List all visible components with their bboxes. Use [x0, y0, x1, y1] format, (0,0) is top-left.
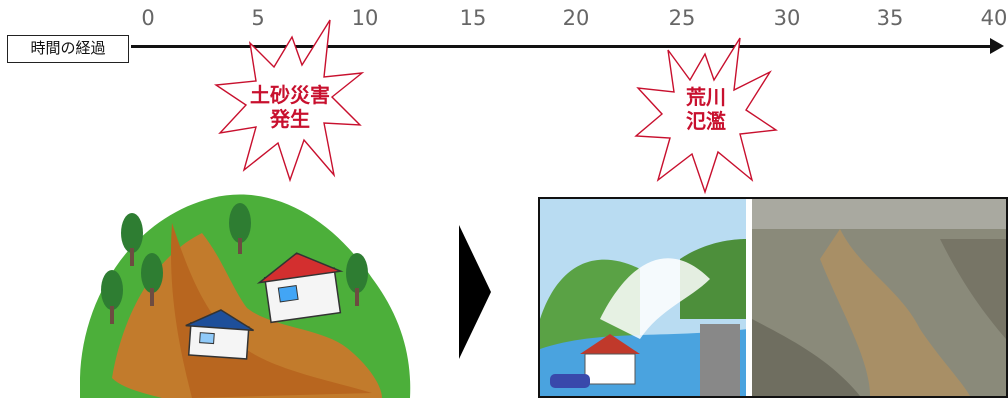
landslide-illustration	[80, 194, 411, 398]
event-label-landslide: 土砂災害 発生	[240, 83, 340, 131]
event-burst-landslide	[213, 19, 365, 183]
tick-label: 35	[876, 6, 904, 30]
tick-label: 30	[773, 6, 801, 30]
tick-label: 20	[562, 6, 590, 30]
transition-arrow	[459, 225, 491, 359]
tick-label: 0	[141, 6, 155, 30]
tick-label: 15	[459, 6, 487, 30]
time-axis-label: 時間の経過	[7, 35, 129, 63]
tick-label: 25	[668, 6, 696, 30]
tick-label: 40	[980, 6, 1008, 30]
event-label-line2: 発生	[270, 107, 310, 131]
event-label-line2: 氾濫	[686, 109, 726, 133]
time-axis-line	[131, 45, 993, 48]
event-burst-flood	[634, 37, 778, 195]
flood-images	[540, 199, 1006, 396]
tick-label: 5	[251, 6, 265, 30]
event-label-line1: 荒川	[686, 85, 726, 109]
event-label-line1: 土砂災害	[250, 83, 330, 107]
event-label-flood: 荒川 氾濫	[656, 85, 756, 133]
time-axis-arrowhead	[990, 38, 1004, 54]
flood-photo-panel	[538, 197, 1008, 398]
tick-label: 10	[351, 6, 379, 30]
